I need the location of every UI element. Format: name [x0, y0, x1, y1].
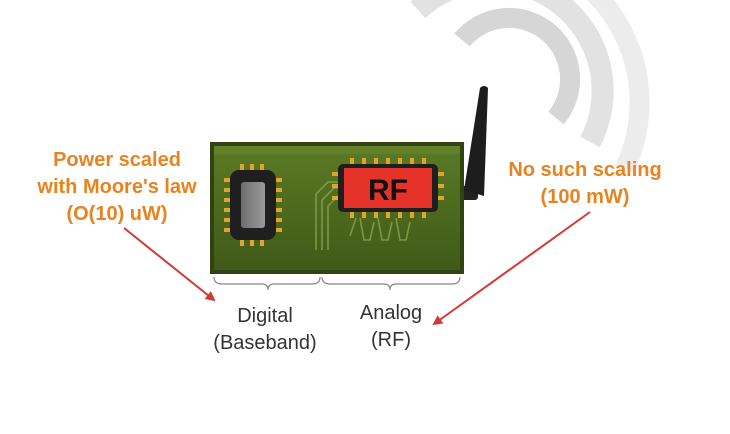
callout-line: Power scaled: [53, 149, 181, 171]
right-arrow: [432, 211, 591, 326]
digital-power-callout: Power scaled with Moore's law (O(10) uW): [22, 147, 212, 228]
analog-section-label: Analog (RF): [316, 300, 466, 354]
left-arrow: [123, 227, 216, 302]
rf-chip-label: RF: [368, 174, 408, 207]
section-label-line: (RF): [371, 329, 411, 351]
callout-arrows: [123, 211, 591, 326]
callout-line: with Moore's law: [37, 176, 197, 198]
analog-power-callout: No such scaling (100 mW): [490, 157, 680, 211]
digital-chip: [224, 164, 282, 246]
section-label-line: Digital: [237, 305, 293, 327]
digital-brace: [213, 276, 321, 291]
antenna-icon: [460, 86, 488, 200]
section-braces: [213, 276, 461, 291]
callout-line: (100 mW): [540, 186, 630, 208]
analog-brace: [321, 276, 461, 291]
rf-chip: RF: [332, 158, 444, 218]
callout-line: (O(10) uW): [66, 203, 168, 225]
section-label-line: Analog: [359, 302, 423, 324]
digital-section-label: Digital (Baseband): [190, 303, 340, 357]
section-label-line: (Baseband): [213, 332, 317, 354]
callout-line: No such scaling: [508, 159, 662, 181]
wireless-signal-icon: [410, 0, 650, 173]
